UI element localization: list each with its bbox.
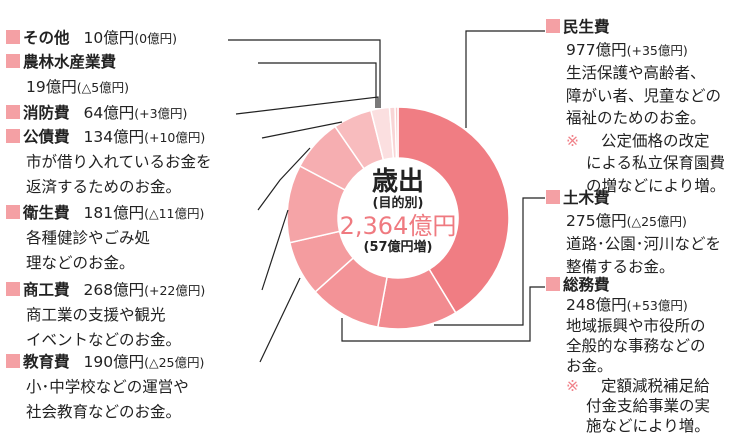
note-mark: ※ <box>566 377 579 395</box>
legend-desc: 障がい者、児童などの <box>566 86 722 105</box>
legend-name: 土木費 <box>563 189 610 207</box>
legend-name: 民生費 <box>563 18 610 36</box>
legend-desc: 理などのお金。 <box>26 254 135 272</box>
legend-shoko: 商工費 268億円(+22億円) 商工業の支援や観光 イベントなどのお金。 <box>6 278 205 353</box>
chart-total: 2,364億円 <box>339 212 457 240</box>
legend-amount: 64億円 <box>83 104 135 122</box>
legend-desc: 整備するお金。 <box>566 257 675 276</box>
legend-name: 農林水産業費 <box>23 53 117 71</box>
legend-amount: 248億円 <box>566 296 627 314</box>
legend-amount: 268億円 <box>83 281 145 299</box>
leader-kosai <box>261 121 343 139</box>
legend-change: (△25億円) <box>626 213 687 229</box>
legend-amount: 275億円 <box>566 211 627 230</box>
chart-total-change: (57億円増) <box>363 240 433 255</box>
legend-shobo: 消防費 64億円(+3億円) <box>6 101 187 126</box>
leader-doboku <box>434 197 545 326</box>
legend-change: (△5億円) <box>76 80 130 95</box>
legend-name: 消防費 <box>23 104 70 122</box>
legend-desc: 福祉のためのお金。 <box>566 109 706 127</box>
legend-desc: 生活保護や高齢者、 <box>566 64 706 82</box>
legend-swatch <box>6 105 20 119</box>
legend-norin: 農林水産業費 19億円(△5億円) <box>6 50 129 100</box>
slice-その他 <box>394 106 399 159</box>
chart-subtitle: (目的別) <box>372 196 424 211</box>
leader-kyoiku <box>259 277 301 363</box>
legend-note: による私立保育園費 <box>586 154 726 172</box>
legend-change: (+3億円) <box>134 106 188 121</box>
leader-somu <box>341 286 545 342</box>
legend-change: (△11億円) <box>144 206 205 221</box>
legend-amount: 19億円 <box>26 78 77 96</box>
legend-swatch <box>6 129 20 143</box>
legend-sonota: その他 10億円(0億円) <box>6 26 177 51</box>
legend-kyoiku: 教育費 190億円(△25億円) 小･中学校などの運営や 社会教育などのお金。 <box>6 350 204 425</box>
legend-amount: 181億円 <box>83 204 145 222</box>
leader-eisei <box>257 147 311 211</box>
legend-swatch <box>546 19 560 33</box>
legend-desc: 市が借り入れているお金を <box>26 153 212 171</box>
legend-minsei: 民生費 977億円(+35億円) 生活保護や高齢者、 障がい者、児童などの 福祉… <box>546 16 725 197</box>
legend-desc: 小･中学校などの運営や <box>26 378 189 396</box>
legend-note: 付金支給事業の実 <box>586 397 711 415</box>
legend-name: 総務費 <box>563 276 610 294</box>
leader-lines <box>228 30 545 363</box>
note-mark: ※ <box>566 131 579 150</box>
legend-amount: 977億円 <box>566 40 627 59</box>
leader-sonota <box>228 39 381 108</box>
legend-eisei: 衛生費 181億円(△11億円) 各種健診やごみ処 理などのお金。 <box>6 201 204 276</box>
legend-amount: 190億円 <box>83 353 145 371</box>
chart-title: 歳出 <box>371 167 424 197</box>
legend-change: (+53億円) <box>626 298 688 313</box>
chart-center-label: 歳出 (目的別) 2,364億円 (57億円増) <box>338 168 458 256</box>
legend-swatch <box>6 354 20 368</box>
legend-desc: 返済するためのお金。 <box>26 178 182 196</box>
legend-name: 衛生費 <box>23 204 70 222</box>
slice-民生費 <box>397 106 510 314</box>
leader-shobo <box>235 96 379 115</box>
legend-name: その他 <box>23 29 70 47</box>
legend-swatch <box>546 277 560 291</box>
legend-name: 商工費 <box>23 281 70 299</box>
legend-name: 教育費 <box>23 353 70 371</box>
legend-note: 定額減税補足給 <box>601 377 710 395</box>
legend-swatch <box>6 54 20 68</box>
legend-swatch <box>6 30 20 44</box>
legend-desc: お金。 <box>566 357 613 375</box>
legend-swatch <box>6 282 20 296</box>
legend-kosai: 公債費 134億円(+10億円) 市が借り入れているお金を 返済するためのお金。 <box>6 125 212 200</box>
legend-note: 施などにより増。 <box>586 417 710 435</box>
legend-note: の増などにより増。 <box>586 176 726 195</box>
legend-change: (0億円) <box>134 31 177 46</box>
legend-name: 公債費 <box>23 128 70 146</box>
legend-change: (+22億円) <box>144 283 206 298</box>
legend-desc: 社会教育などのお金。 <box>26 403 182 421</box>
legend-desc: 各種健診やごみ処 <box>26 229 151 247</box>
legend-doboku: 土木費 275億円(△25億円) 道路･公園･河川などを 整備するお金。 <box>546 187 721 278</box>
leader-minsei <box>465 30 545 128</box>
legend-desc: イベントなどのお金。 <box>26 331 182 349</box>
legend-somu: 総務費 248億円(+53億円) 地域振興や市役所の 全般的な事務などの お金。… <box>546 275 710 436</box>
legend-desc: 商工業の支援や観光 <box>26 306 166 324</box>
legend-note: 公定価格の改定 <box>601 131 710 150</box>
legend-desc: 全般的な事務などの <box>566 337 706 355</box>
legend-change: (+35億円) <box>626 42 688 58</box>
legend-amount: 10億円 <box>83 29 135 47</box>
legend-amount: 134億円 <box>83 128 145 146</box>
leader-shoko <box>261 209 289 291</box>
legend-desc: 地域振興や市役所の <box>566 317 706 335</box>
legend-change: (+10億円) <box>144 130 206 145</box>
legend-change: (△25億円) <box>144 355 205 370</box>
legend-swatch <box>546 190 560 204</box>
legend-swatch <box>6 205 20 219</box>
leader-norin <box>258 62 377 108</box>
legend-desc: 道路･公園･河川などを <box>566 235 722 253</box>
